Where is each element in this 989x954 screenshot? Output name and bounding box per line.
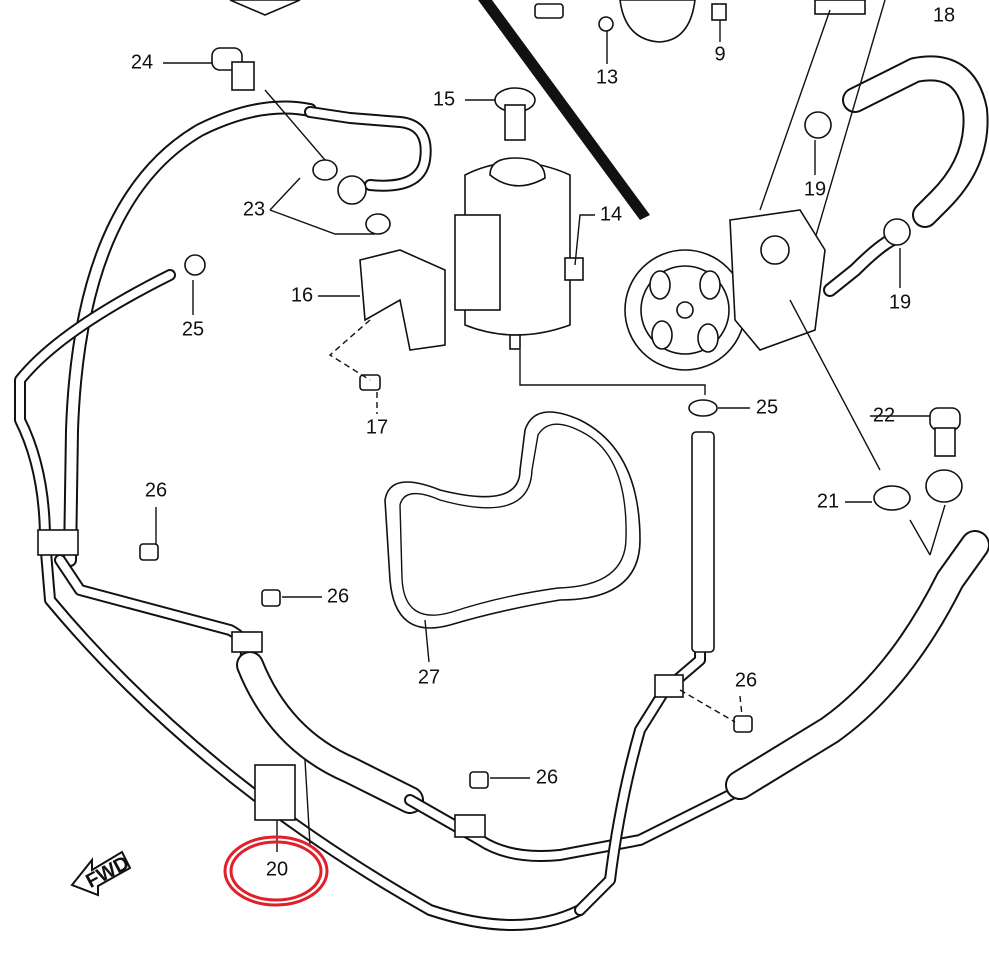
callout-22: 22 <box>873 404 895 426</box>
callout-18: 18 <box>933 4 955 26</box>
callout-25-left: 25 <box>182 318 204 340</box>
fwd-arrow-icon: FWD <box>70 850 133 897</box>
parts <box>37 47 963 838</box>
callout-14: 14 <box>600 203 622 225</box>
callout-9: 9 <box>714 43 725 65</box>
top-fragments <box>229 0 866 220</box>
callout-19-upper: 19 <box>804 178 826 200</box>
callout-23: 23 <box>243 198 265 220</box>
callout-26-d: 26 <box>536 766 558 788</box>
callout-20: 20 <box>266 858 288 880</box>
callout-13: 13 <box>596 66 618 88</box>
callout-25-right: 25 <box>756 396 778 418</box>
callout-16: 16 <box>291 284 313 306</box>
callout-15: 15 <box>433 88 455 110</box>
callout-26-a: 26 <box>145 479 167 501</box>
callout-17: 17 <box>366 416 388 438</box>
leader-lines <box>155 20 946 852</box>
callout-24: 24 <box>131 51 153 73</box>
hoses <box>14 0 989 931</box>
callout-labels: 24 15 13 9 18 23 14 19 16 25 19 17 25 22… <box>131 4 955 880</box>
callout-27: 27 <box>418 666 440 688</box>
highlight-circle-20 <box>223 835 329 907</box>
callout-26-c: 26 <box>735 669 757 691</box>
callout-19-lower: 19 <box>889 291 911 313</box>
callout-21: 21 <box>817 490 839 512</box>
callout-26-b: 26 <box>327 585 349 607</box>
fwd-label: FWD <box>82 852 133 893</box>
